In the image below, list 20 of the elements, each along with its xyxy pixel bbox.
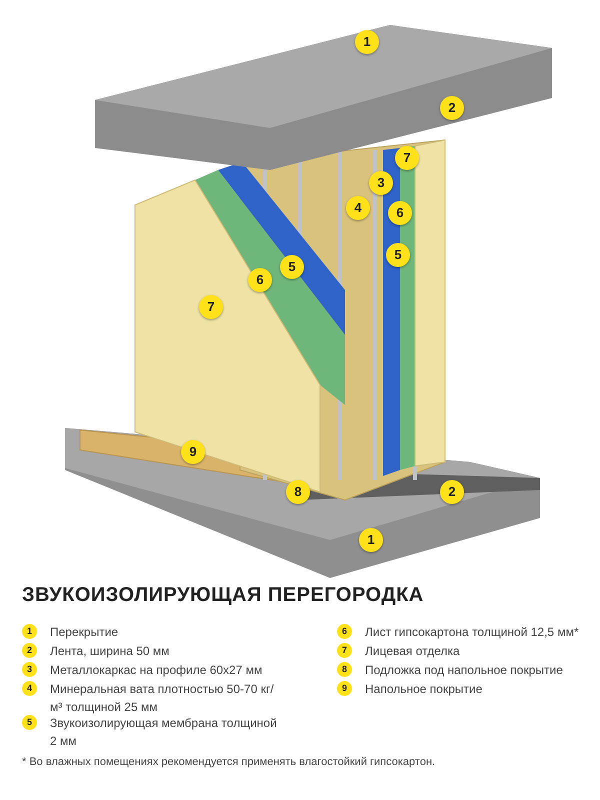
legend-text: Лицевая отделка [365, 643, 461, 660]
diagram-title: ЗВУКОИЗОЛИРУЮЩАЯ ПЕРЕГОРОДКА [22, 584, 424, 607]
legend-number: 1 [22, 624, 37, 639]
legend-number: 3 [22, 662, 37, 677]
legend-number: 6 [337, 624, 352, 639]
legend-text: Звукоизолирующая мембрана толщиной 2 мм [50, 715, 278, 750]
legend-text: Подложка под напольное покрытие [365, 662, 564, 679]
legend-number: 9 [337, 681, 352, 696]
legend-text: Минеральная вата плотностью 50-70 кг/м³ толщиной 25 мм [50, 681, 275, 716]
legend-text: Перекрытие [50, 624, 120, 641]
legend-number: 5 [22, 715, 37, 730]
legend-number: 4 [22, 681, 37, 696]
legend-text: Напольное покрытие [365, 681, 484, 698]
legend-text: Лента, ширина 50 мм [50, 643, 170, 660]
legend-number: 2 [22, 643, 37, 658]
legend-text: Лист гипсокартона толщиной 12,5 мм* [365, 624, 580, 641]
legend-number: 7 [337, 643, 352, 658]
legend-text: Металлокаркас на профиле 60x27 мм [50, 662, 264, 679]
legend-number: 8 [337, 662, 352, 677]
footnote: * Во влажных помещениях рекомендуется применять влагостойкий гипсокартон. [22, 756, 436, 768]
